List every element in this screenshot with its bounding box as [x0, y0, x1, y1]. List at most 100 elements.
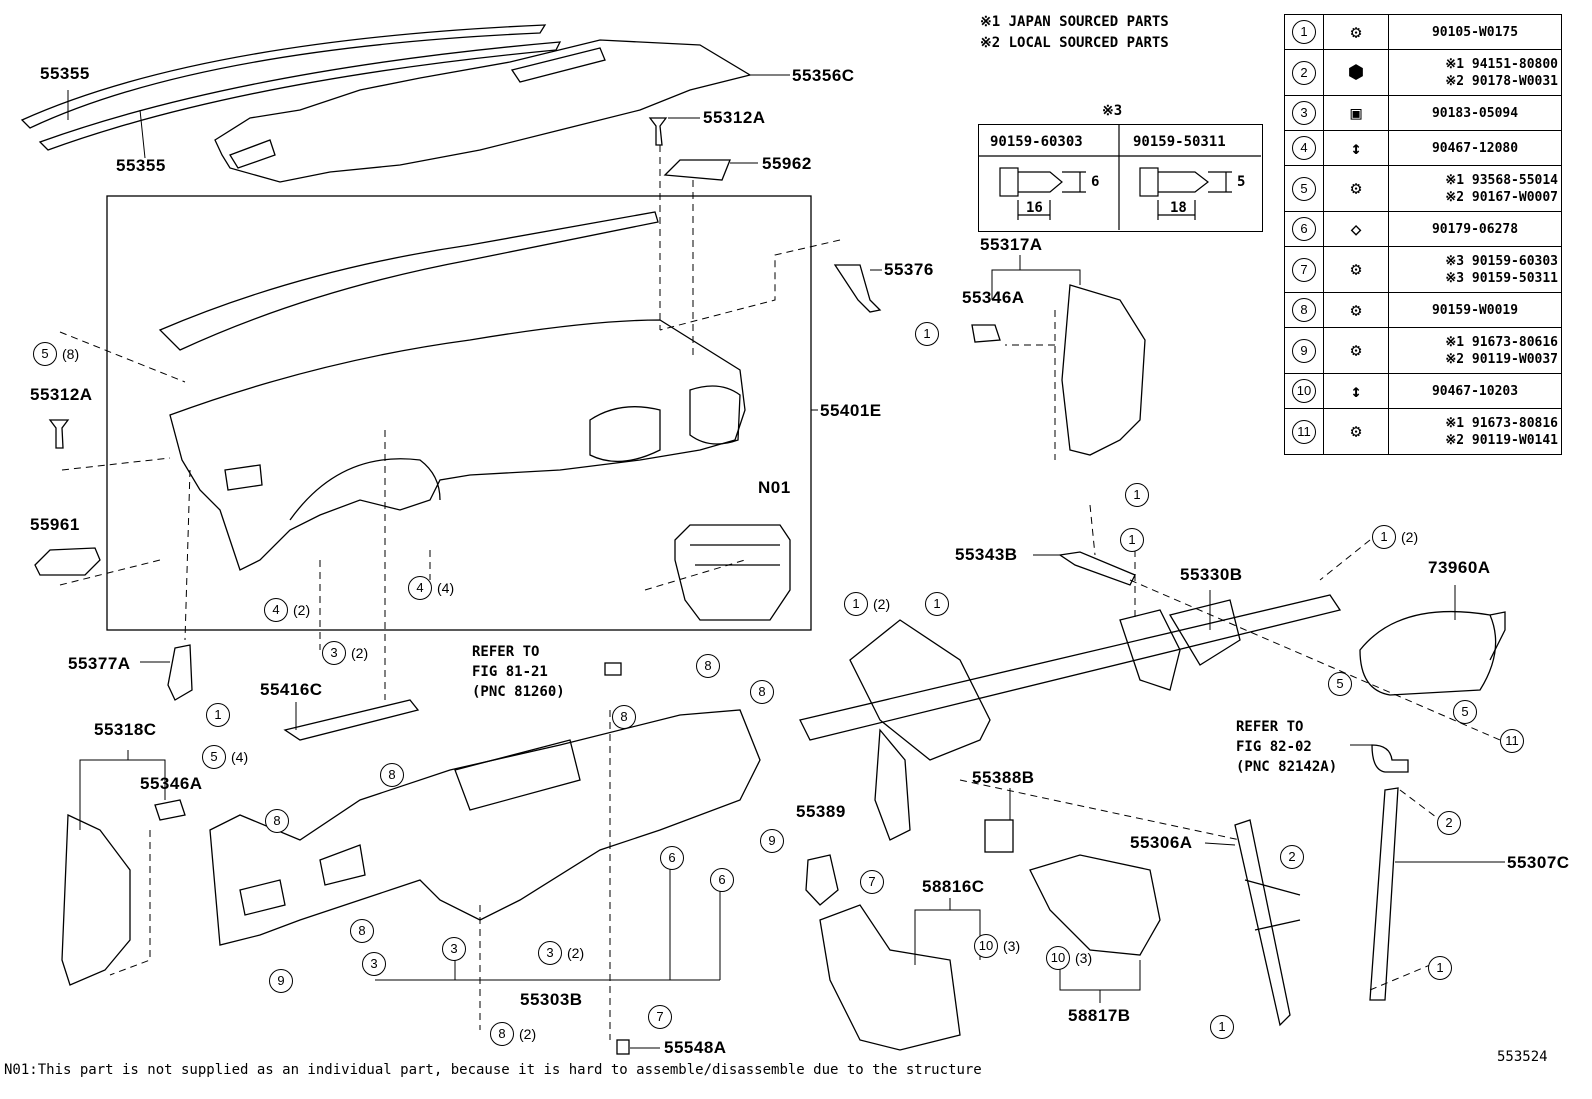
- label-55346a-right[interactable]: 55346A: [962, 288, 1025, 307]
- label-55343b[interactable]: 55343B: [955, 545, 1018, 564]
- part-number: ※2 90167-W0007: [1445, 189, 1558, 205]
- bolt-icon: ⚙: [1323, 14, 1389, 50]
- parts-table-row[interactable]: 7⚙※3 90159-60303※3 90159-50311: [1284, 246, 1562, 293]
- label-55355-b[interactable]: 55355: [116, 156, 166, 175]
- callout-c6[interactable]: 1: [206, 703, 230, 727]
- callout-c17[interactable]: 3: [362, 952, 386, 976]
- parts-table-row[interactable]: 3▣90183-05094: [1284, 95, 1562, 131]
- callout-c15[interactable]: 6: [660, 846, 684, 870]
- label-55330b[interactable]: 55330B: [1180, 565, 1243, 584]
- label-55307c[interactable]: 55307C: [1507, 853, 1570, 872]
- label-55377a[interactable]: 55377A: [68, 654, 131, 673]
- moulding-strip-outer: [20, 24, 547, 129]
- part-number: 90105-W0175: [1431, 24, 1519, 40]
- bolt-icon: ⚙: [1323, 165, 1389, 212]
- clip-nut-icon: ▣: [1323, 95, 1389, 131]
- callout-c33[interactable]: 10: [1046, 946, 1070, 970]
- label-55318c[interactable]: 55318C: [94, 720, 157, 739]
- row-number-circle: 5: [1292, 176, 1316, 201]
- label-55306a[interactable]: 55306A: [1130, 833, 1193, 852]
- callout-c13[interactable]: 9: [760, 829, 784, 853]
- parts-table-row[interactable]: 4↕90467-12080: [1284, 130, 1562, 166]
- row-number: 1: [1284, 14, 1324, 50]
- label-58816c[interactable]: 58816C: [922, 877, 985, 896]
- parts-table-row[interactable]: 1⚙ 90105-W0175: [1284, 14, 1562, 50]
- callout-c28[interactable]: 5: [1328, 672, 1352, 696]
- label-55388b[interactable]: 55388B: [972, 768, 1035, 787]
- callout-c5[interactable]: 3: [322, 641, 346, 665]
- label-55346a-left[interactable]: 55346A: [140, 774, 203, 793]
- label-55356c[interactable]: 55356C: [792, 66, 855, 85]
- callout-c23[interactable]: 1: [1125, 483, 1149, 507]
- label-55389[interactable]: 55389: [796, 802, 846, 821]
- callout-c35[interactable]: 2: [1437, 811, 1461, 835]
- label-55303b[interactable]: 55303B: [520, 990, 583, 1009]
- callout-c29[interactable]: 5: [1453, 700, 1477, 724]
- label-55312a-left[interactable]: 55312A: [30, 385, 93, 404]
- label-55312a-top[interactable]: 55312A: [703, 108, 766, 127]
- callout-c20[interactable]: 8: [490, 1022, 514, 1046]
- ref2-line1: REFER TO: [1236, 719, 1304, 735]
- qty-c19: (2): [567, 945, 585, 961]
- x3-dim1-len: 16: [1026, 200, 1043, 216]
- callout-c34[interactable]: 2: [1280, 845, 1304, 869]
- airbag-73960a: [1359, 610, 1497, 696]
- parts-table-row[interactable]: 2⬢※1 94151-80800※2 90178-W0031: [1284, 49, 1562, 96]
- callout-c14[interactable]: 9: [269, 969, 293, 993]
- label-55962[interactable]: 55962: [762, 154, 812, 173]
- defroster-duct: [214, 39, 752, 183]
- label-58817b[interactable]: 58817B: [1068, 1006, 1131, 1025]
- callout-c7[interactable]: 5: [202, 745, 226, 769]
- x3-mark: ※3: [1102, 103, 1123, 119]
- row-number: 5: [1284, 165, 1324, 212]
- callout-c11[interactable]: 8: [380, 763, 404, 787]
- part-number: ※1 94151-80800: [1445, 56, 1558, 72]
- callout-c16[interactable]: 6: [710, 868, 734, 892]
- callout-c37[interactable]: 1: [1210, 1015, 1234, 1039]
- parts-table-row[interactable]: 10↕90467-10203: [1284, 373, 1562, 409]
- label-n01[interactable]: N01: [758, 478, 791, 497]
- label-55401e[interactable]: 55401E: [820, 401, 882, 420]
- callout-c8[interactable]: 8: [696, 654, 720, 678]
- label-55355-a[interactable]: 55355: [40, 64, 90, 83]
- parts-table-row[interactable]: 5⚙※1 93568-55014※2 90167-W0007: [1284, 165, 1562, 212]
- callout-c19[interactable]: 3: [538, 941, 562, 965]
- label-55548a[interactable]: 55548A: [664, 1038, 727, 1057]
- x3-dimension-box: [978, 124, 1263, 232]
- part-numbers: 90183-05094: [1388, 95, 1562, 131]
- label-55376[interactable]: 55376: [884, 260, 934, 279]
- callout-c18[interactable]: 3: [442, 937, 466, 961]
- nut-icon: ⬢: [1323, 49, 1389, 96]
- part-number: 90183-05094: [1431, 105, 1519, 121]
- parts-table-row[interactable]: 6◇90179-06278: [1284, 211, 1562, 247]
- row-number: 4: [1284, 130, 1324, 166]
- label-55317a[interactable]: 55317A: [980, 235, 1043, 254]
- callout-c3[interactable]: 4: [408, 576, 432, 600]
- callout-c26[interactable]: 1: [844, 592, 868, 616]
- label-73960a[interactable]: 73960A: [1428, 558, 1491, 577]
- callout-c31[interactable]: 7: [860, 870, 884, 894]
- callout-c22[interactable]: 8: [350, 919, 374, 943]
- callout-c9[interactable]: 8: [750, 680, 774, 704]
- bolt-icon: ⚙: [1323, 327, 1389, 374]
- callout-c25[interactable]: 1: [1372, 525, 1396, 549]
- part-numbers: 90105-W0175: [1388, 14, 1562, 50]
- callout-c24[interactable]: 1: [1120, 528, 1144, 552]
- label-55961[interactable]: 55961: [30, 515, 80, 534]
- callout-c2[interactable]: 1: [915, 322, 939, 346]
- parts-table-row[interactable]: 11⚙※1 91673-80816※2 90119-W0141: [1284, 408, 1562, 455]
- callout-c4[interactable]: 4: [264, 598, 288, 622]
- qty-c25: (2): [1401, 529, 1419, 545]
- callout-c32[interactable]: 10: [974, 934, 998, 958]
- callout-c1[interactable]: 5: [33, 342, 57, 366]
- label-55416c[interactable]: 55416C: [260, 680, 323, 699]
- parts-table-row[interactable]: 8⚙90159-W0019: [1284, 292, 1562, 328]
- callout-c30[interactable]: 11: [1500, 729, 1524, 753]
- callout-c21[interactable]: 7: [648, 1005, 672, 1029]
- callout-c12[interactable]: 8: [265, 809, 289, 833]
- parts-table-row[interactable]: 9⚙※1 91673-80616※2 90119-W0037: [1284, 327, 1562, 374]
- callout-c10[interactable]: 8: [612, 705, 636, 729]
- callout-c36[interactable]: 1: [1428, 956, 1452, 980]
- callout-c27[interactable]: 1: [925, 592, 949, 616]
- note-japan-sourced: ※1 JAPAN SOURCED PARTS: [980, 14, 1169, 30]
